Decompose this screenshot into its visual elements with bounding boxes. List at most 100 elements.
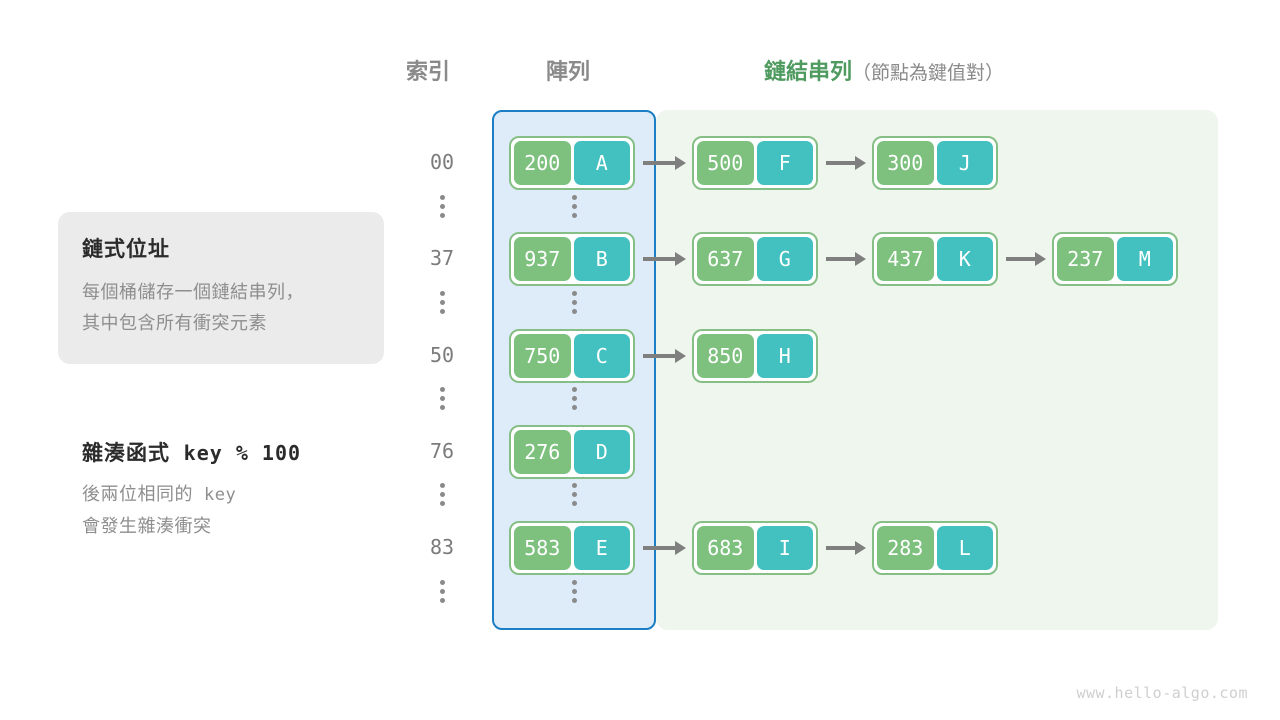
kv-node-value: K (936, 237, 993, 281)
vertical-ellipsis-index-0 (432, 191, 452, 222)
ellipsis-dot (571, 405, 577, 410)
bucket-index-label: 37 (429, 246, 455, 270)
kv-node-value: A (573, 141, 630, 185)
vertical-ellipsis-array-2 (564, 383, 584, 414)
kv-node-key: 237 (1057, 237, 1114, 281)
hash-note-line-1-text: 後兩位相同的 (82, 484, 193, 504)
kv-node-value: E (573, 526, 630, 570)
chain-arrow (643, 252, 686, 266)
ellipsis-dot (571, 309, 577, 314)
kv-node-value: L (936, 526, 993, 570)
ellipsis-dot (439, 580, 445, 585)
vertical-ellipsis-array-3 (564, 479, 584, 510)
ellipsis-dot (571, 598, 577, 603)
vertical-ellipsis-array-1 (564, 287, 584, 318)
arrow-shaft (643, 257, 676, 261)
linked-list-header-main: 鏈結串列 (764, 59, 853, 84)
arrow-head (675, 156, 686, 170)
chain-arrow (643, 156, 686, 170)
info-card-line-1: 每個桶儲存一個鏈結串列， (82, 282, 304, 302)
vertical-ellipsis-array-0 (564, 191, 584, 222)
ellipsis-dot (571, 204, 577, 209)
bucket-index-label: 76 (429, 439, 455, 463)
ellipsis-dot (439, 598, 445, 603)
hash-note-key-token: key (204, 485, 237, 505)
ellipsis-dot (439, 396, 445, 401)
kv-node-key: 500 (697, 141, 754, 185)
ellipsis-dot (439, 387, 445, 392)
arrow-head (855, 541, 866, 555)
kv-node-key: 583 (514, 526, 571, 570)
hash-note-line-1: 後兩位相同的 key (82, 479, 236, 511)
ellipsis-dot (439, 501, 445, 506)
chain-arrow (826, 156, 866, 170)
ellipsis-dot (439, 492, 445, 497)
arrow-head (675, 349, 686, 363)
chain-arrow (1006, 252, 1046, 266)
kv-node-value: H (756, 334, 813, 378)
arrow-shaft (826, 546, 856, 550)
hash-function-label: 雜湊函式 (82, 442, 170, 465)
arrow-shaft (1006, 257, 1036, 261)
ellipsis-dot (571, 213, 577, 218)
arrow-shaft (826, 257, 856, 261)
kv-node-value: M (1116, 237, 1173, 281)
ellipsis-dot (571, 483, 577, 488)
kv-node-key: 937 (514, 237, 571, 281)
chain-arrow (826, 541, 866, 555)
bucket-index-label: 83 (429, 535, 455, 559)
kv-node-key: 850 (697, 334, 754, 378)
info-card-title: 鏈式位址 (82, 238, 170, 261)
hash-note-line-2: 會發生雜湊衝突 (82, 516, 212, 536)
bucket-index-label: 00 (429, 150, 455, 174)
arrow-shaft (826, 161, 856, 165)
kv-node-value: D (573, 430, 630, 474)
arrow-head (675, 541, 686, 555)
kv-node-value: G (756, 237, 813, 281)
ellipsis-dot (571, 387, 577, 392)
ellipsis-dot (571, 291, 577, 296)
kv-node-value: I (756, 526, 813, 570)
arrow-head (1035, 252, 1046, 266)
arrow-shaft (643, 354, 676, 358)
kv-node-key: 437 (877, 237, 934, 281)
ellipsis-dot (571, 300, 577, 305)
kv-node-key: 300 (877, 141, 934, 185)
arrow-head (675, 252, 686, 266)
vertical-ellipsis-array-4 (564, 576, 584, 607)
kv-node-key: 637 (697, 237, 754, 281)
ellipsis-dot (571, 195, 577, 200)
ellipsis-dot (439, 405, 445, 410)
vertical-ellipsis-index-4 (432, 576, 452, 607)
info-card-body: 每個桶儲存一個鏈結串列， 其中包含所有衝突元素 (82, 277, 304, 339)
kv-node-value: B (573, 237, 630, 281)
ellipsis-dot (439, 309, 445, 314)
vertical-ellipsis-index-3 (432, 479, 452, 510)
ellipsis-dot (571, 580, 577, 585)
ellipsis-dot (439, 589, 445, 594)
bucket-index-label: 50 (429, 343, 455, 367)
hash-function-note: 後兩位相同的 key 會發生雜湊衝突 (82, 479, 236, 542)
vertical-ellipsis-index-2 (432, 383, 452, 414)
arrow-head (855, 252, 866, 266)
arrow-shaft (643, 546, 676, 550)
kv-node-value: F (756, 141, 813, 185)
chain-arrow (643, 349, 686, 363)
column-header-linked-list: 鏈結串列（節點為鍵值對） (764, 54, 1004, 86)
chain-arrow (643, 541, 686, 555)
linked-list-header-sub: （節點為鍵值對） (852, 63, 1005, 84)
kv-node-key: 200 (514, 141, 571, 185)
hash-function-expression: key % 100 (183, 441, 302, 465)
kv-node-key: 683 (697, 526, 754, 570)
ellipsis-dot (439, 204, 445, 209)
